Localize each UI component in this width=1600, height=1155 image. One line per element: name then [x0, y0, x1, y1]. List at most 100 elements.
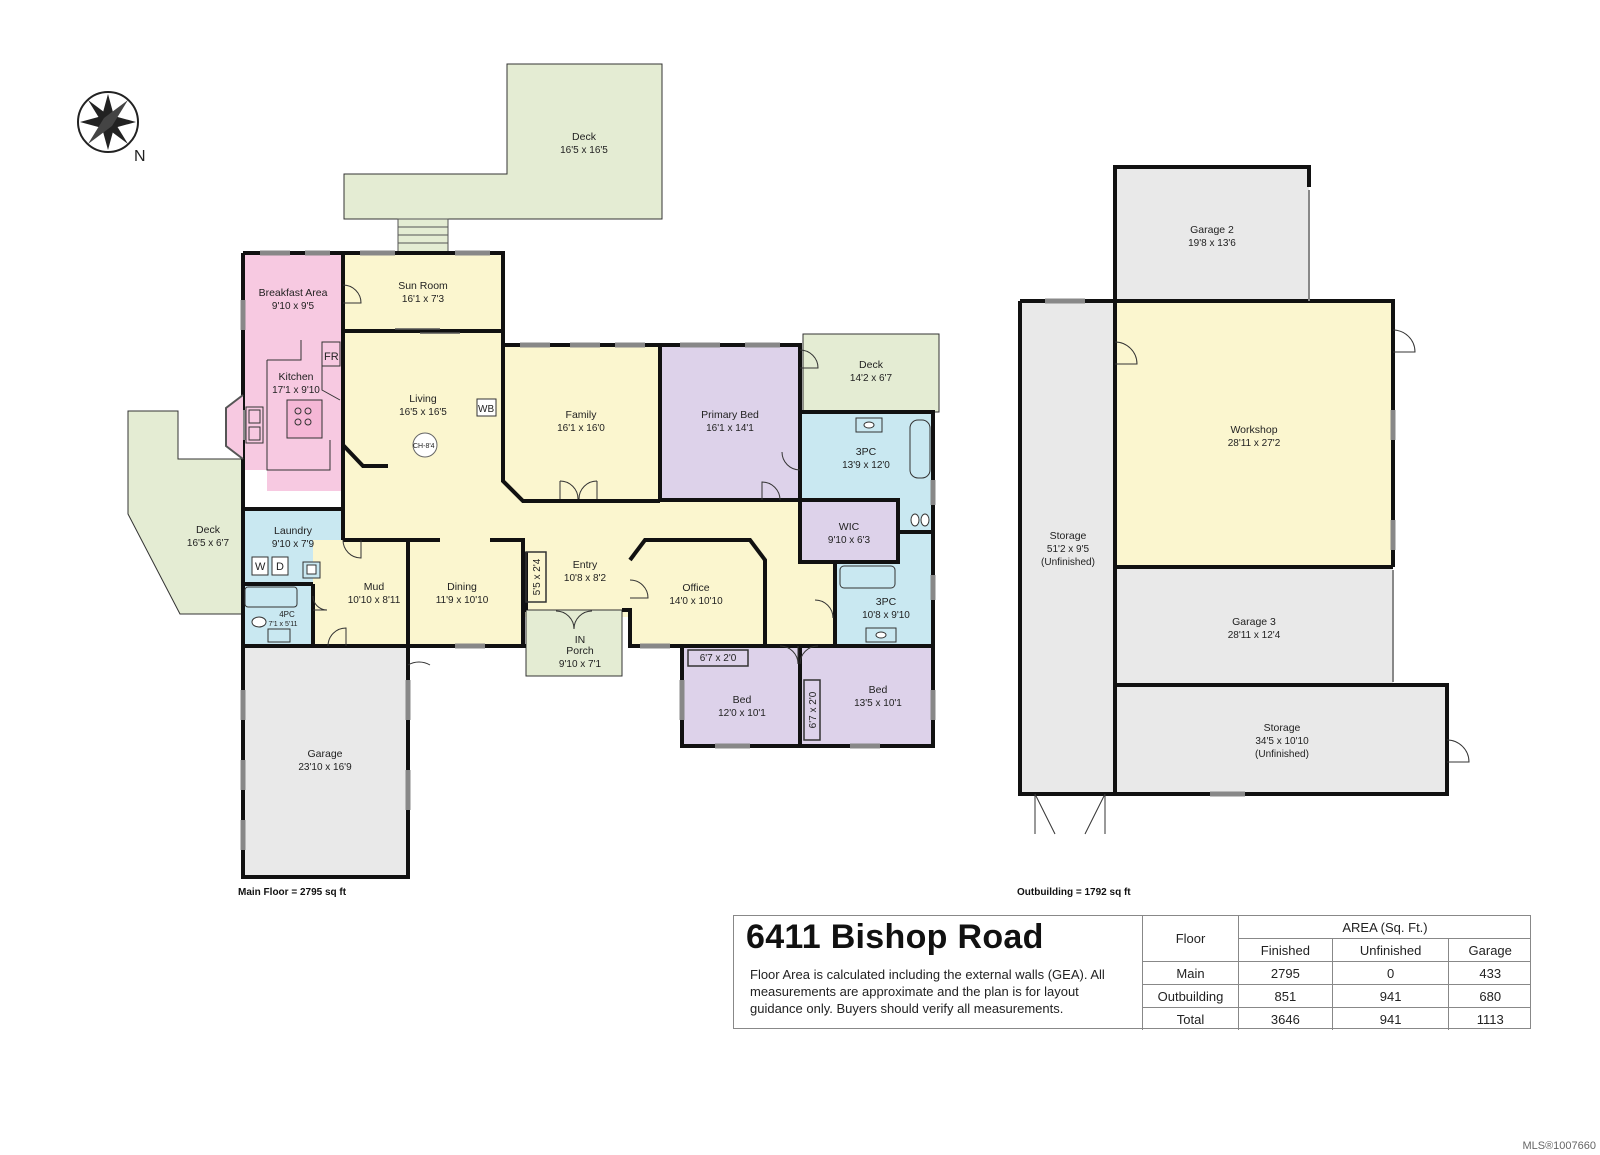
in-label: IN [575, 634, 586, 646]
outbuilding-walls [1018, 165, 1449, 796]
property-address: 6411 Bishop Road [746, 918, 1044, 956]
deck-stairs [397, 218, 449, 254]
compass-rose-icon [77, 91, 139, 153]
office-name: Office [682, 582, 709, 594]
room-office [630, 540, 765, 646]
ceiling-height-label: CH-8'4 [413, 443, 435, 450]
bed2-dim: 13'5 x 10'1 [854, 698, 902, 709]
sliding-door [395, 328, 460, 334]
closet-entry-dim: 5'5 x 2'4 [532, 558, 543, 595]
deck-top [343, 63, 663, 220]
bath2-name: 3PC [876, 596, 897, 608]
col-garage: Garage [1448, 938, 1531, 962]
row-floor: Main [1142, 961, 1239, 985]
breakfast-name: Breakfast Area [259, 287, 328, 299]
garage-name: Garage [307, 748, 342, 760]
wic-name: WIC [839, 521, 860, 533]
room-wic [800, 500, 898, 562]
room-sun-room [343, 253, 503, 331]
room-garage2 [1115, 167, 1309, 301]
laundry-name: Laundry [274, 525, 313, 537]
floor-header: Floor [1142, 916, 1239, 962]
outbuilding-doors [1034, 190, 1470, 835]
deck-right [802, 333, 940, 413]
room-workshop [1115, 301, 1393, 567]
col-unfinished: Unfinished [1331, 938, 1449, 962]
wood-burner-icon [476, 398, 497, 417]
entry-dim: 10'8 x 8'2 [564, 573, 607, 584]
row-garage: 680 [1448, 984, 1531, 1008]
room-storage-bottom [1115, 685, 1447, 794]
bed1-dim: 12'0 x 10'1 [718, 708, 766, 719]
storage-left-name: Storage [1050, 530, 1087, 542]
table-row: Outbuilding 851 941 680 [1142, 984, 1531, 1008]
closet-bed2-dim: 6'7 x 2'0 [808, 691, 819, 728]
dining-dim: 11'9 x 10'10 [436, 595, 489, 606]
deck-left-dim: 16'5 x 6'7 [187, 538, 230, 549]
workshop-name: Workshop [1230, 424, 1277, 436]
washer-label: W [255, 561, 266, 573]
row-floor: Outbuilding [1142, 984, 1239, 1008]
bay-window [225, 394, 244, 460]
main-walls [241, 251, 935, 879]
laundry-fixtures [251, 556, 321, 579]
room-garage [243, 646, 408, 877]
row-garage: 433 [1448, 961, 1531, 985]
outbuilding-caption: Outbuilding = 1792 sq ft [1017, 887, 1131, 898]
storage-bottom-note: (Unfinished) [1255, 749, 1309, 760]
closet-bed1-dim: 6'7 x 2'0 [700, 653, 737, 664]
garage2-dim: 19'8 x 13'6 [1188, 238, 1236, 249]
deck-right-name: Deck [859, 359, 884, 371]
kitchen-dim: 17'1 x 9'10 [272, 385, 320, 396]
dryer-label: D [276, 561, 284, 573]
bath4-dim: 7'1 x 5'11 [268, 621, 297, 628]
living-name: Living [409, 393, 437, 405]
row-floor: Total [1142, 1007, 1239, 1030]
bath4-name: 4PC [279, 610, 295, 619]
sun-room-dim: 16'1 x 7'3 [402, 294, 445, 305]
row-finished: 851 [1238, 984, 1333, 1008]
living-dim: 16'5 x 16'5 [399, 407, 447, 418]
sun-room-name: Sun Room [398, 280, 448, 292]
area-header: AREA (Sq. Ft.) [1238, 916, 1531, 939]
deck-top-name: Deck [572, 131, 597, 143]
area-table-column-row: Finished Unfinished Garage [1143, 938, 1531, 962]
ceiling-height-icon [412, 432, 438, 458]
breakfast-dim: 9'10 x 9'5 [272, 301, 315, 312]
row-unfinished: 0 [1331, 961, 1449, 985]
storage-left-dim: 51'2 x 9'5 [1047, 544, 1090, 555]
outbuilding-windows [1045, 298, 1396, 797]
deck-top-dim: 16'5 x 16'5 [560, 145, 608, 156]
bed1-name: Bed [733, 694, 752, 706]
storage-bottom-name: Storage [1264, 722, 1301, 734]
porch-name: Porch [566, 645, 594, 657]
room-dining [408, 540, 523, 646]
entry-name: Entry [573, 559, 598, 571]
storage-left-note: (Unfinished) [1041, 557, 1095, 568]
mud-dim: 10'10 x 8'11 [348, 595, 401, 606]
garage3-name: Garage 3 [1232, 616, 1276, 628]
family-name: Family [566, 409, 598, 421]
workshop-dim: 28'11 x 27'2 [1228, 438, 1281, 449]
bed2-name: Bed [869, 684, 888, 696]
area-disclaimer: Floor Area is calculated including the e… [750, 967, 1105, 1016]
room-family [503, 345, 660, 501]
deck-left-name: Deck [196, 524, 221, 536]
garage3-dim: 28'11 x 12'4 [1228, 630, 1281, 641]
kitchen-fixtures [245, 340, 341, 471]
primary-bed-dim: 16'1 x 14'1 [706, 423, 754, 434]
room-garage3 [1115, 567, 1393, 685]
col-finished: Finished [1238, 938, 1333, 962]
bath2-dim: 10'8 x 9'10 [862, 610, 910, 621]
porch-dim: 9'10 x 7'1 [559, 659, 602, 670]
room-primary-bed [660, 345, 800, 500]
room-bed2 [800, 646, 933, 746]
row-garage: 1113 [1448, 1007, 1531, 1030]
wic-dim: 9'10 x 6'3 [828, 535, 871, 546]
garage-dim: 23'10 x 16'9 [298, 762, 352, 773]
room-storage-left [1020, 301, 1115, 794]
room-porch [525, 609, 623, 677]
kitchen-name: Kitchen [278, 371, 313, 383]
table-row: Total 3646 941 1113 [1142, 1007, 1531, 1030]
